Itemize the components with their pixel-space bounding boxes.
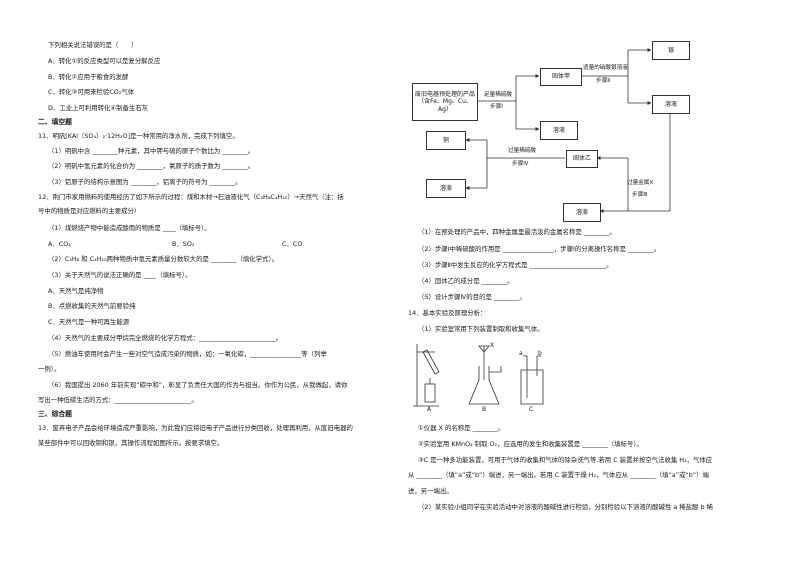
copper-box: 铜 <box>426 131 466 150</box>
q13-part4: （4）固体乙的成分是 ________。 <box>418 277 514 285</box>
q14-part1: （1）实验室常用下列装置制取和收集气体。 <box>418 325 544 333</box>
start-product-label: 废旧电器预处理的产品（含Fe、Mg、Cu、Ag） <box>415 90 476 113</box>
q13-part1: （1）在预处理的产品中，四种金属里最活泼的金属名称是 ________。 <box>418 228 616 236</box>
q14-line1: ①仪器 X 的名称是 ________。 <box>418 424 505 432</box>
start-product-box: 废旧电器预处理的产品（含Fe、Mg、Cu、Ag） <box>412 83 478 121</box>
solid-b-label: 固体乙 <box>572 155 591 163</box>
excess-acid-label: 过量稀硫酸 <box>508 148 536 154</box>
apparatus-a-label: A <box>427 406 432 413</box>
q12-stem: 12．荆门市家用燃料的使用经历了如下所示的过程：煤和木材→石油液化气（C₃H₈C… <box>38 193 344 201</box>
apparatus-drawing <box>413 344 544 407</box>
q13-part2: （2）步骤Ⅰ中稀硫酸的作用是 ________________，步骤Ⅰ的分离操作… <box>418 245 660 253</box>
q13-stem2: 某些部件中可以回收铜和银，其操作流程如图所示。按要求填空。 <box>38 439 224 447</box>
q12-p1-opt-a: A．CO₂ <box>48 240 71 248</box>
apparatus-x-label: X <box>490 342 495 349</box>
q12-part3: （3）关于天然气的说法正确的是 ____（填标号）。 <box>48 271 192 279</box>
apparatus-b-label: B <box>482 406 487 413</box>
q13-part3: （3）步骤Ⅱ中发生反应的化学方程式是 _____________________… <box>418 261 613 269</box>
option-b: B．转化②应用于粮食的发酵 <box>48 73 129 81</box>
q11-stem: 11．明矾[KAl（SO₄）₂·12H₂O]是一种常用的净水剂，完成下列填空。 <box>38 132 239 140</box>
q12-part5: （5）燃油车使用时会产生一些对空气造成污染的物质，如：一氧化碳，________… <box>48 350 327 358</box>
q12-part5b: 一例）。 <box>38 365 61 373</box>
q14-line3: ③C 是一种多功能装置，可用于气体的收集和气体的除杂洗气等.若用 C 装置并按空… <box>418 456 713 464</box>
option-c: C．转化③可用来检验CO₂气体 <box>48 88 135 96</box>
solution-bottom-box: 溶液 <box>563 203 601 222</box>
q14-line2: ②实验室用 KMnO₄ 制取 O₂，应选用的发生和收集装置是 ________（… <box>418 440 643 448</box>
q12-part2: （2）C₃H₈ 和 C₄H₁₀两种物质中氢元素质量分数较大的是 ________… <box>48 255 279 263</box>
option-a: A．转化①的反应类型可以是复分解反应 <box>48 57 161 65</box>
q14-line5: 进，另一端出。 <box>408 487 453 495</box>
solution-right-label: 溶液 <box>664 100 677 108</box>
silver-nitrate-label: 适量的硝酸银溶液 <box>583 65 628 71</box>
q12-p3-opt-c: C．天然气是一种可再生能源 <box>48 318 130 326</box>
solution-mid-label: 溶液 <box>552 126 565 134</box>
solution-left-box: 溶液 <box>426 179 466 198</box>
section-fill-in: 二、填空题 <box>38 118 72 126</box>
q11-part2: （2）明矾中氢元素的化合价为 ________，氧原子的质子数为 _______… <box>48 162 255 170</box>
apparatus-b-port: b <box>538 350 542 357</box>
q12-p3-opt-b: B．点燃收集的天然气前要验纯 <box>48 302 136 310</box>
solid-a-label: 固体甲 <box>551 73 570 81</box>
question-intro: 下列相关说法错误的是（ ） <box>48 41 138 49</box>
silver-box: 银 <box>652 41 690 60</box>
option-d: D．工业上可利用转化④制备生石灰 <box>48 104 149 112</box>
q12-p1-opt-c: C．CO <box>282 240 303 248</box>
step4-label: 步骤Ⅳ <box>512 161 529 167</box>
solid-b-box: 固体乙 <box>566 150 598 168</box>
q14-line4: 从 ________（填“a”或“b”）端进，另一端出。若用 C 装置干燥 H₂… <box>408 471 709 479</box>
q11-part1: （1）明矾中含 ________种元素，其中钾与硫的原子个数比为 _______… <box>48 147 255 155</box>
metal-x-label: 过量金属X <box>627 180 654 186</box>
solid-a-box: 固体甲 <box>540 68 582 86</box>
q13-part5: （5）设计步骤Ⅳ的目的是 ________。 <box>418 293 526 301</box>
apparatus-c-label: C <box>529 406 534 413</box>
q12-p1-opt-b: B．SO₂ <box>172 240 195 248</box>
q14-line6: （2）某实验小组同学在实验活动中对溶液的酸碱性进行检验，分别检验以下溶液的酸碱性… <box>418 503 713 511</box>
q14-stem: 14．基本实验及原理分析： <box>408 309 487 317</box>
q12-part1: （1）煤燃烧产物中能造成酸雨的物质是 ____（填标号）。 <box>48 224 211 232</box>
solution-bottom-label: 溶液 <box>575 208 588 216</box>
silver-label: 银 <box>667 46 674 54</box>
q12-part6: （6）我国提出 2060 年前实现“碳中和”，彰显了负责任大国的作为与担当。你作… <box>48 381 348 389</box>
section-comprehensive: 三、综合题 <box>38 410 72 418</box>
solution-left-label: 溶液 <box>439 184 452 192</box>
step2-label: 步骤Ⅱ <box>596 78 610 84</box>
solution-right-box: 溶液 <box>652 95 690 114</box>
q12-stem2: 号中的物质是对应燃料的主要成分） <box>38 207 141 215</box>
step1-label: 步骤Ⅰ <box>490 104 503 110</box>
q12-p3-opt-a: A．天然气是纯净物 <box>48 287 104 295</box>
q12-part4: （4）天然气的主要成分甲烷完全燃烧的化学方程式：________________… <box>48 334 283 342</box>
copper-label: 铜 <box>442 136 449 144</box>
step3-label: 步骤Ⅲ <box>632 192 648 198</box>
q12-part6b: 写出一种低碳生活的方式：________________________。 <box>38 396 198 404</box>
solution-mid-box: 溶液 <box>540 121 578 140</box>
q13-stem: 13．废弃电子产品会给环境造成严重影响，为此我们应将旧电子产品进行分类回收，处理… <box>38 424 353 432</box>
acid-label: 足量稀硫酸 <box>484 92 512 98</box>
apparatus-a-port: a <box>519 350 523 357</box>
q11-part3: （3）铝原子的结构示意图为 ________，铝离子的符号为 ________。 <box>48 178 242 186</box>
